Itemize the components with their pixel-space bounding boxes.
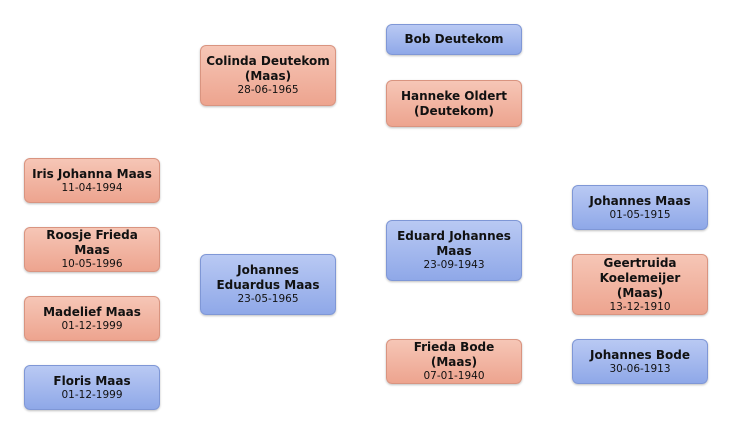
- person-colinda-deutekom[interactable]: Colinda Deutekom (Maas) 28-06-1965: [200, 45, 336, 106]
- person-name: Hanneke Oldert (Deutekom): [400, 88, 508, 118]
- person-name: Geertruida Koelemeijer (Maas): [599, 255, 681, 300]
- person-bob-deutekom[interactable]: Bob Deutekom: [386, 24, 522, 55]
- person-name: Johannes Maas: [589, 193, 691, 208]
- person-birthdate: 10-05-1996: [61, 258, 123, 270]
- person-birthdate: 01-05-1915: [609, 208, 671, 221]
- person-birthdate: 23-09-1943: [423, 259, 485, 271]
- person-name: Eduard Johannes Maas: [397, 229, 511, 258]
- person-name: Madelief Maas: [43, 304, 141, 319]
- person-birthdate: 01-12-1999: [61, 388, 123, 401]
- person-geertruida-koelemeijer[interactable]: Geertruida Koelemeijer (Maas) 13-12-1910: [572, 254, 708, 315]
- person-frieda-bode[interactable]: Frieda Bode (Maas) 07-01-1940: [386, 339, 522, 384]
- person-madelief-maas[interactable]: Madelief Maas 01-12-1999: [24, 296, 160, 341]
- person-iris-johanna-maas[interactable]: Iris Johanna Maas 11-04-1994: [24, 158, 160, 203]
- person-name: Johannes Eduardus Maas: [216, 263, 320, 292]
- person-name: Bob Deutekom: [404, 32, 504, 46]
- person-birthdate: 11-04-1994: [61, 181, 123, 194]
- person-birthdate: 07-01-1940: [423, 370, 485, 382]
- person-eduard-johannes-maas[interactable]: Eduard Johannes Maas 23-09-1943: [386, 220, 522, 281]
- person-birthdate: 13-12-1910: [609, 300, 671, 313]
- person-johannes-maas[interactable]: Johannes Maas 01-05-1915: [572, 185, 708, 230]
- person-johannes-eduardus-maas[interactable]: Johannes Eduardus Maas 23-05-1965: [200, 254, 336, 315]
- person-name: Frieda Bode (Maas): [413, 340, 495, 369]
- person-birthdate: 30-06-1913: [609, 362, 671, 375]
- person-name: Floris Maas: [53, 373, 131, 388]
- person-hanneke-oldert[interactable]: Hanneke Oldert (Deutekom): [386, 80, 522, 127]
- person-johannes-bode[interactable]: Johannes Bode 30-06-1913: [572, 339, 708, 384]
- person-floris-maas[interactable]: Floris Maas 01-12-1999: [24, 365, 160, 410]
- person-name: Roosje Frieda Maas: [46, 228, 138, 257]
- person-name: Johannes Bode: [589, 347, 690, 362]
- person-name: Iris Johanna Maas: [32, 166, 152, 181]
- person-birthdate: 28-06-1965: [237, 84, 299, 96]
- person-birthdate: 23-05-1965: [237, 293, 299, 305]
- person-name: Colinda Deutekom (Maas): [206, 54, 330, 83]
- person-roosje-frieda-maas[interactable]: Roosje Frieda Maas 10-05-1996: [24, 227, 160, 272]
- person-birthdate: 01-12-1999: [61, 319, 123, 332]
